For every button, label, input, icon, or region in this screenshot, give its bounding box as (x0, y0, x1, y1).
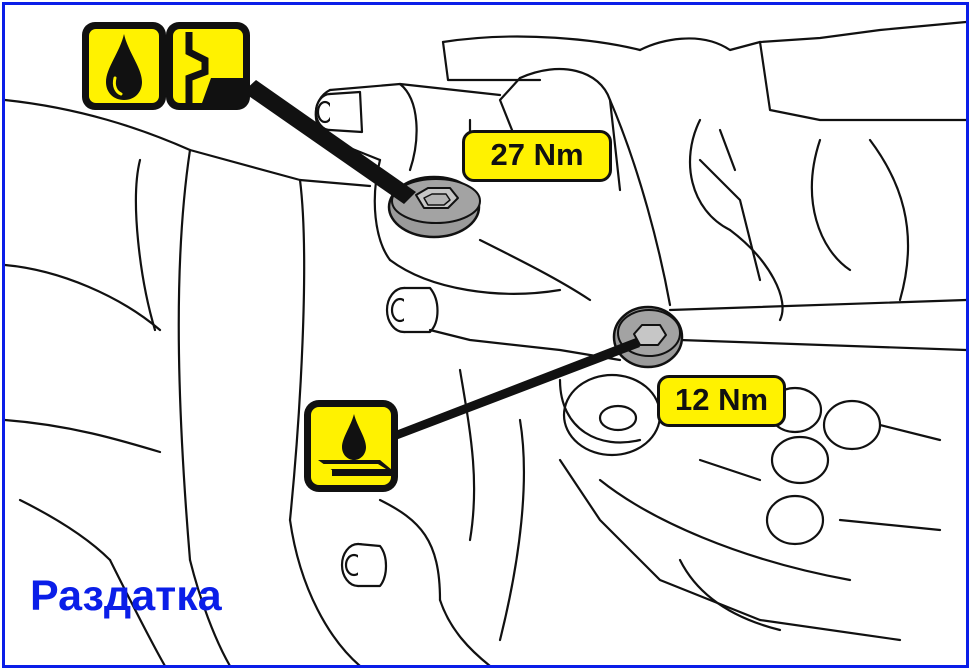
oil-level-icon (166, 22, 250, 110)
torque-label-lower: 12 Nm (657, 375, 786, 427)
lower-symbol-panel (304, 400, 398, 492)
leader-lower-symbol (393, 338, 640, 441)
oil-drop-icon (82, 22, 166, 110)
lower-filler-plug (612, 305, 684, 369)
stud-bolt-upper (314, 90, 364, 134)
torque-label-upper: 27 Nm (462, 130, 612, 182)
stud-bolt-lower (340, 542, 388, 588)
leader-upper-symbols (243, 80, 416, 204)
diagram-caption: Раздатка (30, 572, 222, 620)
upper-symbol-panel (82, 22, 250, 110)
stud-bolt-middle (385, 286, 439, 334)
upper-drain-plug (387, 175, 481, 239)
lower-casing-outline (378, 298, 968, 668)
upper-casing-outline (441, 20, 968, 322)
sealant-icon (304, 400, 398, 492)
left-housing-outline (3, 98, 372, 668)
